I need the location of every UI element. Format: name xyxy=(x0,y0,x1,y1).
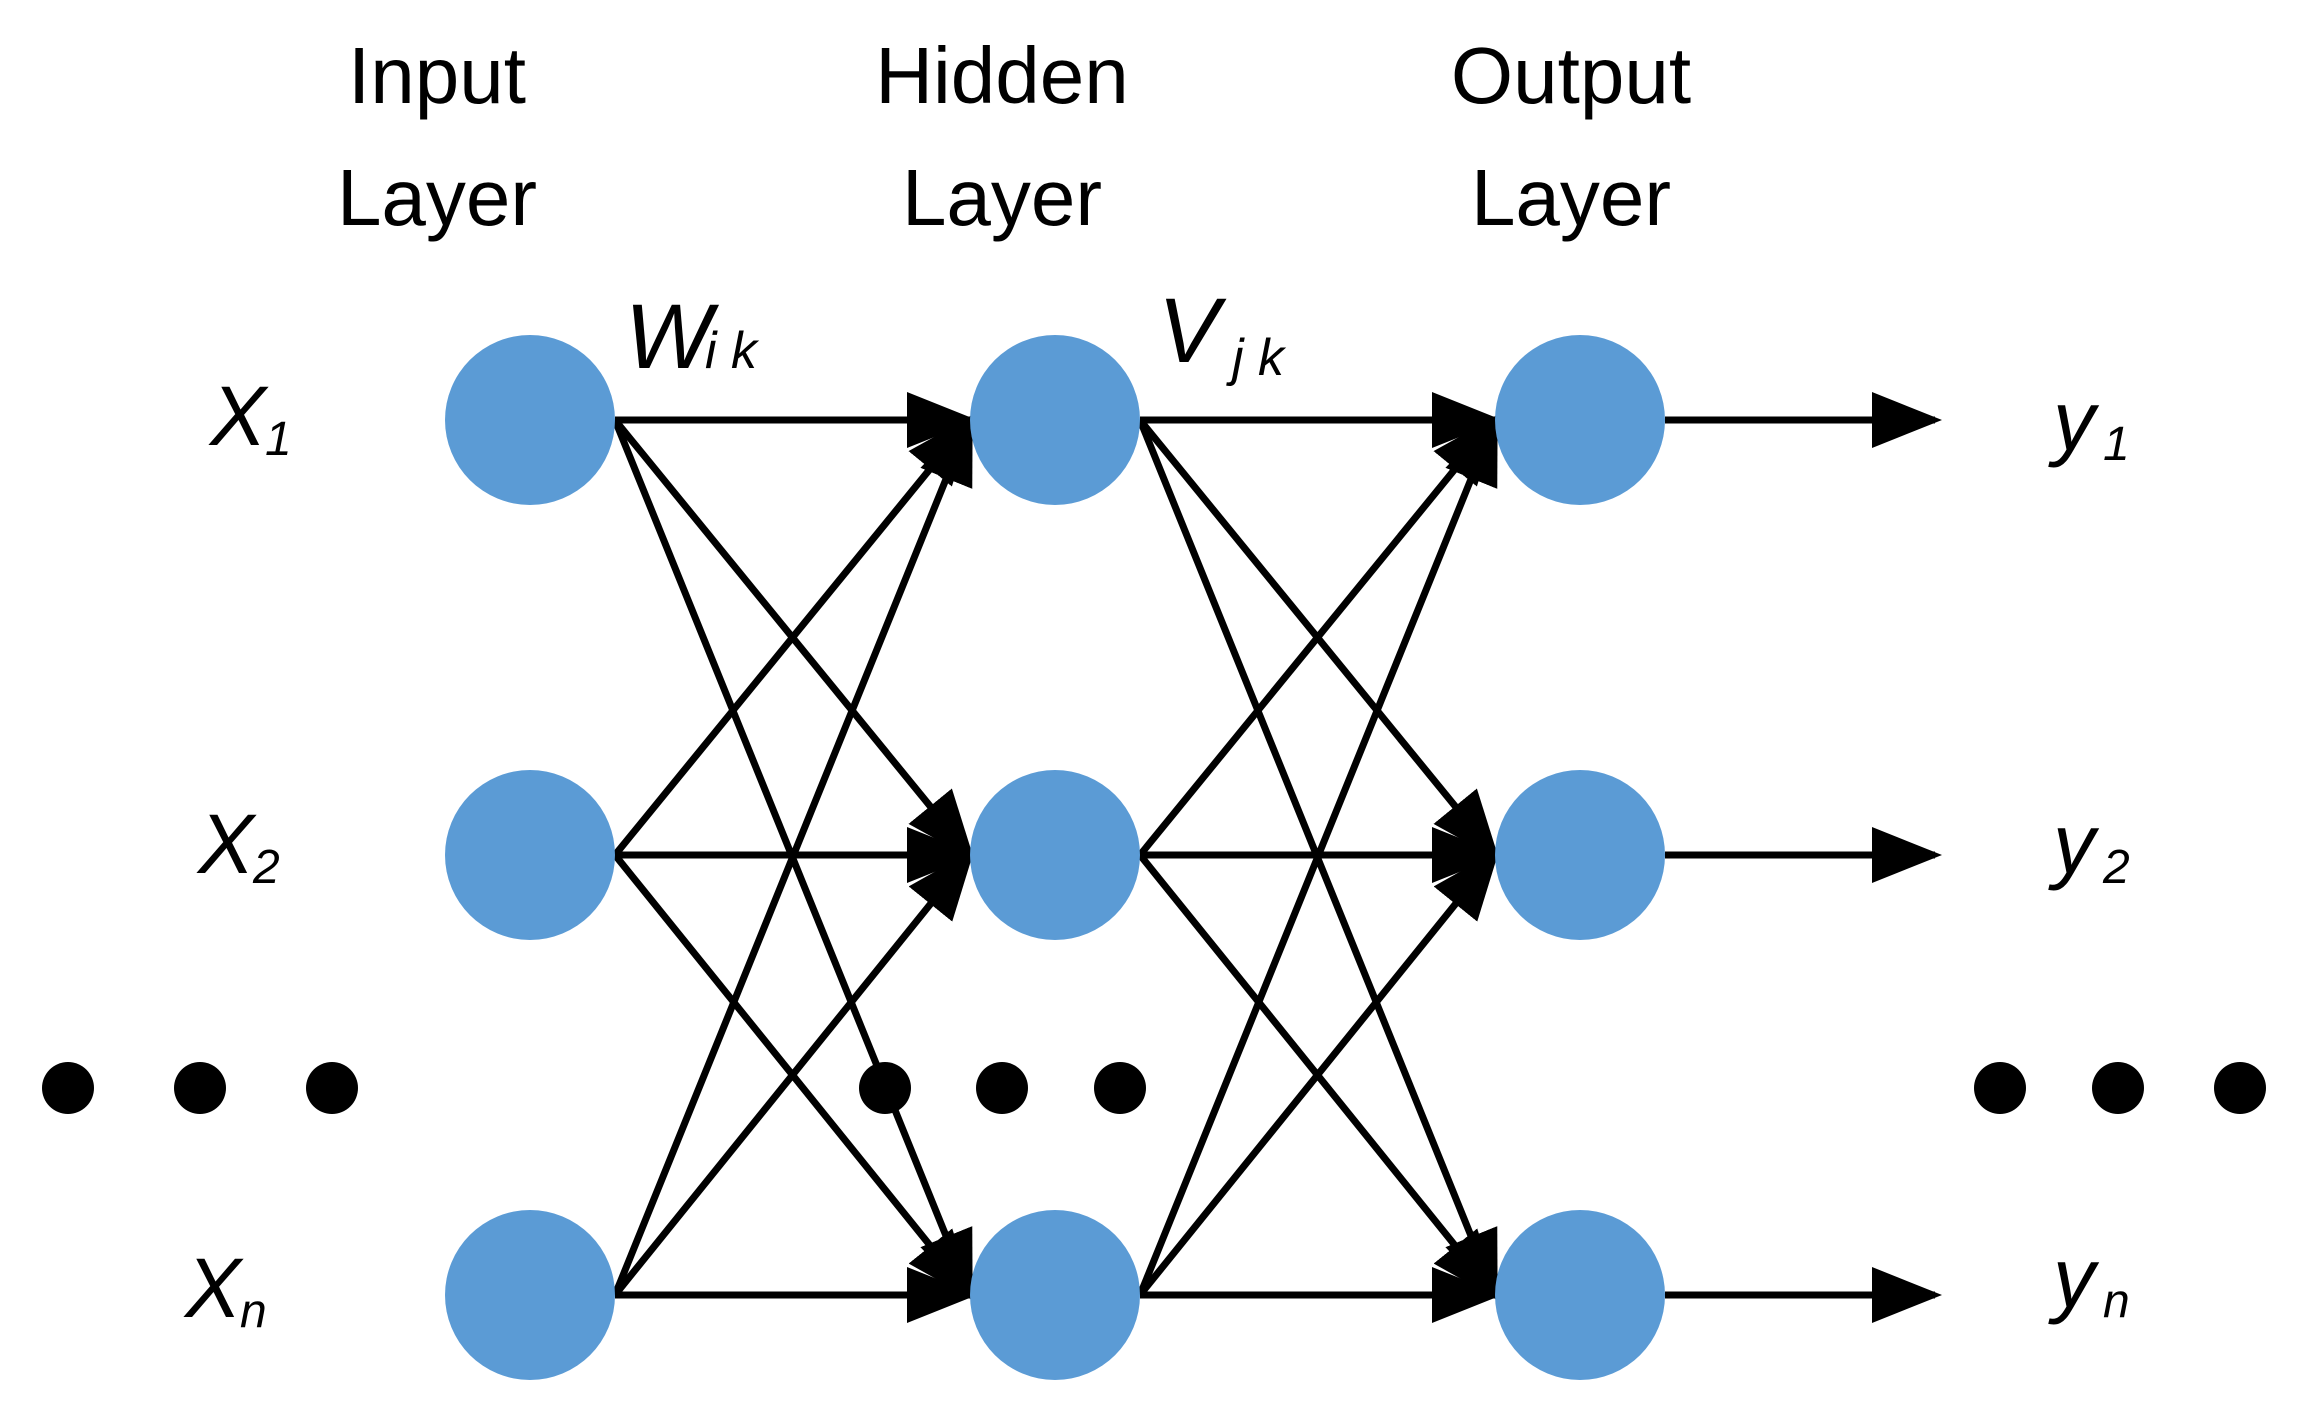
input-layer-title: Input Layer xyxy=(337,31,537,242)
hidden-to-output-edge-3-2 xyxy=(1137,849,1500,1298)
input-to-hidden-edge-3-1 xyxy=(611,413,974,1297)
input-node-2 xyxy=(445,770,615,940)
output-label-y2-sub: 2 xyxy=(2102,841,2130,894)
hidden-layer-title-line1: Hidden xyxy=(875,31,1129,120)
output-label-y2: y 2 xyxy=(2048,797,2130,894)
hidden-node-3 xyxy=(970,1210,1140,1380)
output-label-y1-main: y xyxy=(2048,374,2100,468)
hidden-to-output-edge-3-1 xyxy=(1136,413,1499,1297)
hidden-ellipsis-dot-2 xyxy=(976,1062,1028,1114)
input-label-x1-sub: 1 xyxy=(265,413,292,466)
output-labels: y 1 y 2 y n xyxy=(2048,374,2130,1328)
nodes xyxy=(445,335,1665,1380)
output-label-yn-sub: n xyxy=(2103,1275,2130,1328)
weight-label-w-sub: i k xyxy=(705,322,760,380)
input-label-x2-main: X xyxy=(196,797,257,891)
input-node-3 xyxy=(445,1210,615,1380)
input-label-xn-main: X xyxy=(183,1241,244,1335)
output-node-1 xyxy=(1495,335,1665,505)
connections xyxy=(611,392,1502,1323)
input-label-x2-sub: 2 xyxy=(252,841,280,894)
output-label-yn-main: y xyxy=(2048,1231,2100,1325)
input-layer-title-line2: Layer xyxy=(337,153,537,242)
output-ellipsis-dot-3 xyxy=(2214,1062,2266,1114)
output-label-y1: y 1 xyxy=(2048,374,2130,471)
output-node-2 xyxy=(1495,770,1665,940)
hidden-to-output-edge-2-1 xyxy=(1137,414,1500,858)
input-to-hidden-edge-2-1 xyxy=(612,414,975,858)
output-ellipsis-dot-2 xyxy=(2092,1062,2144,1114)
weight-label-w: W i k xyxy=(625,286,760,388)
input-label-x1-main: X xyxy=(208,369,269,463)
weight-label-w-main: W xyxy=(625,286,720,388)
weight-label-v-main: V xyxy=(1158,280,1227,382)
output-layer-title-line2: Layer xyxy=(1471,153,1671,242)
input-labels: X 1 X 2 X n xyxy=(183,369,292,1338)
weight-label-v-sub: j k xyxy=(1226,329,1287,387)
output-layer-title-line1: Output xyxy=(1451,31,1691,120)
input-to-hidden-edge-3-2 xyxy=(612,849,975,1298)
hidden-node-1 xyxy=(970,335,1140,505)
input-ellipsis-dot-2 xyxy=(174,1062,226,1114)
input-ellipsis-dot-1 xyxy=(42,1062,94,1114)
hidden-layer-title-line2: Layer xyxy=(902,153,1102,242)
output-arrows xyxy=(1665,392,1942,1323)
output-label-yn: y n xyxy=(2048,1231,2130,1328)
weight-label-v: V j k xyxy=(1158,280,1287,387)
input-layer-title-line1: Input xyxy=(348,31,526,120)
input-label-xn: X n xyxy=(183,1241,267,1338)
hidden-layer-title: Hidden Layer xyxy=(875,31,1129,242)
hidden-ellipsis-dot-3 xyxy=(1094,1062,1146,1114)
input-label-xn-sub: n xyxy=(240,1285,267,1338)
ellipsis-dots xyxy=(42,1062,2266,1114)
input-label-x2: X 2 xyxy=(196,797,280,894)
hidden-node-2 xyxy=(970,770,1140,940)
output-layer-title: Output Layer xyxy=(1451,31,1691,242)
output-ellipsis-dot-1 xyxy=(1974,1062,2026,1114)
output-label-y1-sub: 1 xyxy=(2103,418,2130,471)
input-label-x1: X 1 xyxy=(208,369,292,466)
output-node-3 xyxy=(1495,1210,1665,1380)
hidden-ellipsis-dot-1 xyxy=(859,1062,911,1114)
output-label-y2-main: y xyxy=(2048,797,2100,891)
input-ellipsis-dot-3 xyxy=(306,1062,358,1114)
input-node-1 xyxy=(445,335,615,505)
